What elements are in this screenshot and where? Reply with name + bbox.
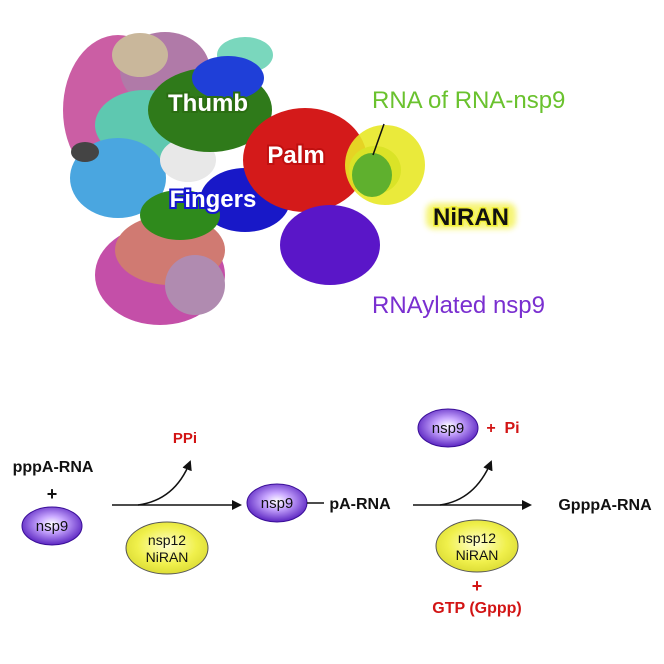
label-rnaylated-nsp9: RNAylated nsp9 (372, 292, 545, 319)
reaction-scheme: pppA-RNA + nsp9 PPi nsp12 NiRAN nsp9 pA-… (13, 408, 652, 617)
protein-structure (63, 32, 425, 325)
plus-red: + (486, 420, 495, 437)
domain-palm-red (243, 108, 367, 212)
niran-glow (426, 203, 516, 229)
enzyme-2-line2: NiRAN (456, 547, 499, 563)
gtp-label: GTP (Gppp) (432, 600, 521, 617)
label-niran: NiRAN (433, 204, 509, 231)
domain-blue-top (192, 56, 264, 100)
nsp9-ellipse-left (21, 506, 83, 546)
plus-sign: + (47, 484, 58, 504)
pi-label: Pi (504, 420, 519, 437)
nsp9-label-mid: nsp9 (261, 495, 294, 512)
label-palm: Palm (267, 142, 324, 169)
enzyme-1-line2: NiRAN (146, 549, 189, 565)
domain-lilac (165, 255, 225, 315)
rna-pointer-line (372, 123, 385, 156)
nsp9-label-released: nsp9 (432, 420, 465, 437)
label-rna-of-rna-nsp9: RNA of RNA-nsp9 (372, 87, 565, 114)
domain-grey (71, 142, 99, 162)
nsp9-label-left: nsp9 (36, 518, 69, 535)
domain-tan-top (112, 33, 168, 77)
label-fingers: Fingers (170, 186, 257, 213)
nsp9-ellipse-released (417, 408, 479, 448)
domain-rna-green-inner (352, 153, 392, 197)
substrate-label: pppA-RNA (13, 459, 94, 476)
ppi-release-arrow (137, 460, 192, 506)
enzyme-1-line1: nsp12 (148, 532, 186, 548)
product-label: GpppA-RNA (558, 497, 652, 514)
intermediate-label: pA-RNA (329, 496, 391, 513)
enzyme-2-line1: nsp12 (458, 530, 496, 546)
domain-green-lower (140, 190, 220, 240)
enzyme-ellipse-2 (435, 519, 519, 573)
ppi-label: PPi (173, 430, 197, 447)
plus-gtp: + (472, 576, 483, 596)
enzyme-ellipse-1 (125, 521, 209, 575)
domain-nsp9-purple (280, 205, 380, 285)
nsp9-release-arrow (439, 460, 493, 506)
label-thumb: Thumb (168, 90, 248, 117)
